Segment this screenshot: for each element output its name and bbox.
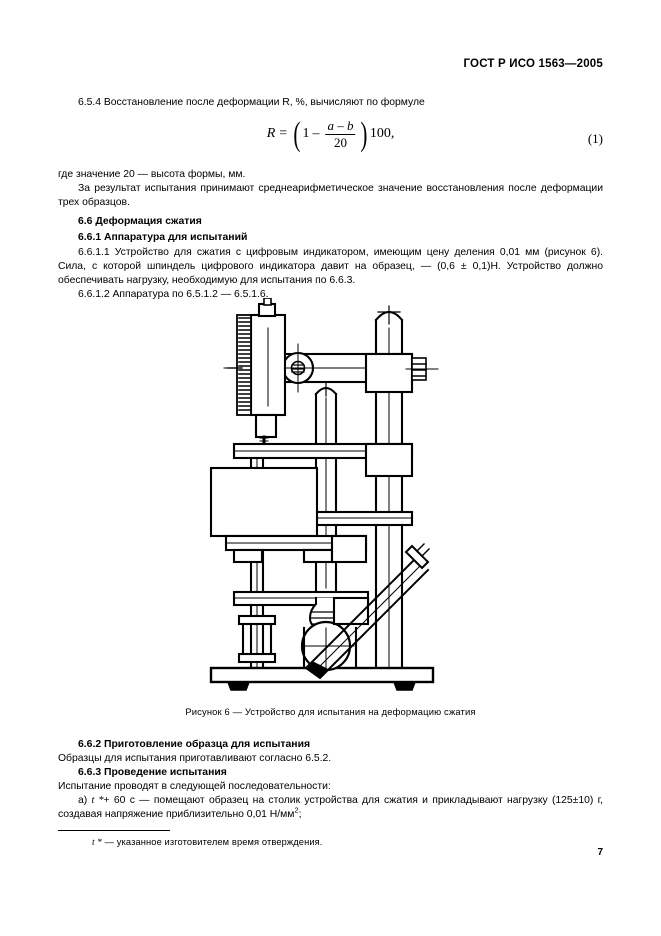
formula-denominator: 20 — [333, 134, 347, 150]
paragraph-6-5-4-text: 6.5.4 Восстановление после деформации R,… — [78, 97, 425, 108]
figure-6-caption: Рисунок 6 — Устройство для испытания на … — [185, 706, 476, 717]
list-item-a: а) t *+ 60 с — помещают образец на столи… — [58, 794, 603, 822]
list-item-a-superscript: 2 — [294, 806, 299, 815]
paragraph-6-6-1-1-text: 6.6.1.1 Устройство для сжатия с цифровым… — [58, 246, 603, 286]
paragraph-gde: где значение 20 — высота формы, мм. — [58, 168, 603, 182]
formula-open-paren: ( — [293, 115, 301, 153]
formula-1: R = ( 1 – a – b 20 ) 100, — [266, 115, 395, 153]
formula-fraction-bar — [325, 133, 356, 135]
paragraph-6-6-1-2-text: 6.6.1.2 Аппаратура по 6.5.1.2 — 6.5.1.6. — [78, 288, 269, 300]
paragraph-6-6-2: Образцы для испытания приготавливают сог… — [58, 752, 603, 766]
formula-close-paren: ) — [360, 115, 368, 153]
paragraph-6-6-2-text: Образцы для испытания приготавливают сог… — [58, 753, 332, 765]
heading-6-6-2: 6.6.2 Приготовление образца для испытани… — [78, 739, 311, 750]
footnote: t * — указанное изготовителем время отве… — [58, 836, 603, 850]
page-number: 7 — [597, 847, 603, 858]
heading-6-6-1: 6.6.1 Аппаратура для испытаний — [78, 232, 248, 244]
list-item-a-marker: а) — [78, 795, 92, 807]
footnote-text: — указанное изготовителем время отвержде… — [101, 836, 323, 847]
paragraph-6-6-1-2: 6.6.1.2 Аппаратура по 6.5.1.2 — 6.5.1.6. — [58, 288, 603, 302]
footnote-symbol: t * — [92, 837, 102, 848]
heading-6-6: 6.6 Деформация сжатия — [78, 216, 202, 228]
list-item-a-text: + 60 с — помещают образец на столик устр… — [58, 795, 603, 821]
formula-numerator: a – b — [327, 118, 354, 134]
compression-test-apparatus-diagram — [209, 298, 438, 691]
paragraph-gde-text: где значение 20 — высота формы, мм. — [58, 169, 246, 181]
formula-fraction: a – b 20 — [325, 118, 356, 150]
formula-one: 1 — [302, 126, 310, 142]
formula-number: (1) — [587, 131, 603, 147]
upper-text-block: 6.5.4 Восстановление после деформации R,… — [58, 96, 603, 302]
formula-multiplier: 100, — [369, 126, 395, 142]
paragraph-6-6-1-1: 6.6.1.1 Устройство для сжатия с цифровым… — [58, 246, 603, 288]
heading-6-6-3: 6.6.3 Проведение испытания — [78, 767, 227, 779]
paragraph-6-5-4: 6.5.4 Восстановление после деформации R,… — [58, 96, 603, 110]
list-item-a-terminator: ; — [298, 809, 302, 821]
paragraph-result-text: За результат испытания принимают среднеа… — [58, 183, 603, 209]
formula-row: R = ( 1 – a – b 20 ) 100, (1) — [58, 117, 603, 163]
formula-lhs: R — [266, 126, 276, 142]
list-item-a-symbol: t * — [91, 795, 104, 807]
footnote-separator — [58, 829, 170, 831]
page-header-standard-number: ГОСТ Р ИСО 1563—2005 — [463, 58, 603, 70]
figure-6: Рисунок 6 — Устройство для испытания на … — [0, 298, 661, 717]
formula-equals: = — [279, 126, 288, 142]
formula-minus: – — [312, 126, 320, 142]
lower-text-block: 6.6.2 Приготовление образца для испытани… — [58, 738, 603, 850]
paragraph-result: За результат испытания принимают среднеа… — [58, 182, 603, 210]
paragraph-6-6-3-text: Испытание проводят в следующей последова… — [58, 781, 331, 793]
paragraph-6-6-3: Испытание проводят в следующей последова… — [58, 780, 603, 794]
